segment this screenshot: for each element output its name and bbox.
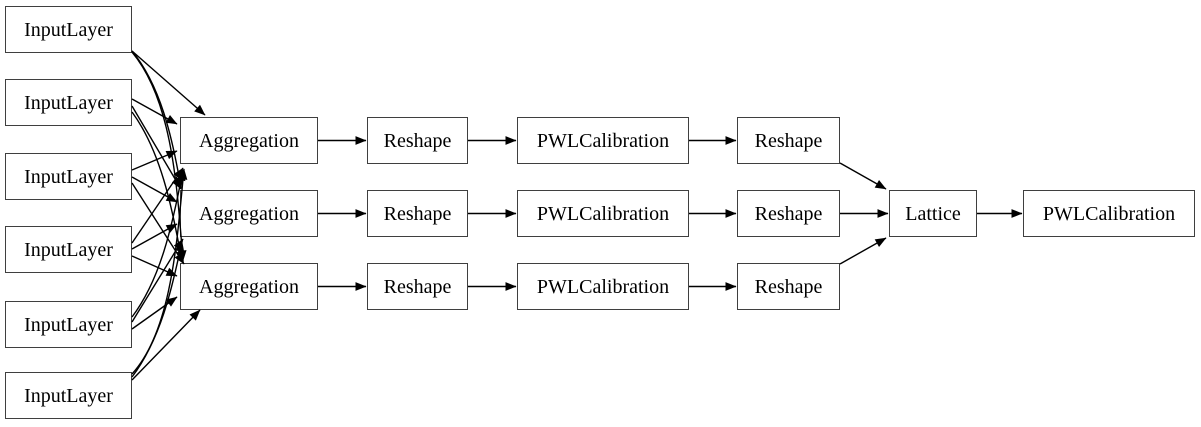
node-reshape-a-3: Reshape (367, 263, 468, 310)
node-pwlcalibration-3: PWLCalibration (517, 263, 689, 310)
node-pwlcalibration-out: PWLCalibration (1023, 190, 1195, 237)
node-reshape-a-1: Reshape (367, 117, 468, 164)
node-reshape-b-1: Reshape (737, 117, 840, 164)
node-aggregation-1: Aggregation (180, 117, 318, 164)
node-aggregation-3: Aggregation (180, 263, 318, 310)
node-input-4: InputLayer (5, 226, 132, 273)
node-reshape-b-3: Reshape (737, 263, 840, 310)
node-aggregation-2: Aggregation (180, 190, 318, 237)
node-input-6: InputLayer (5, 372, 132, 419)
node-pwlcalibration-1: PWLCalibration (517, 117, 689, 164)
node-input-1: InputLayer (5, 6, 132, 53)
node-pwlcalibration-2: PWLCalibration (517, 190, 689, 237)
node-input-5: InputLayer (5, 301, 132, 348)
node-reshape-b-2: Reshape (737, 190, 840, 237)
node-input-2: InputLayer (5, 79, 132, 126)
node-lattice: Lattice (889, 190, 977, 237)
node-input-3: InputLayer (5, 153, 132, 200)
node-reshape-a-2: Reshape (367, 190, 468, 237)
